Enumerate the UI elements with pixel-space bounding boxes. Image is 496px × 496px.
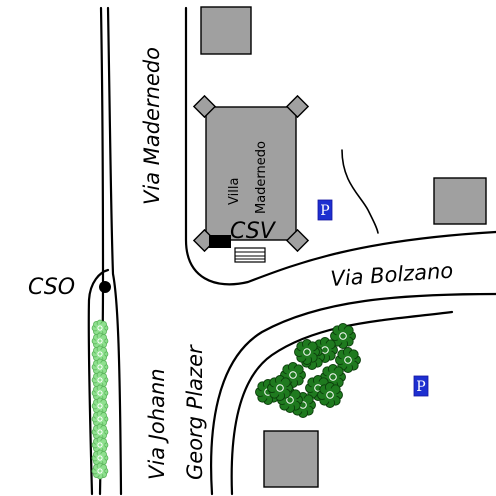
csv-marker bbox=[209, 235, 231, 248]
cso-marker bbox=[99, 281, 111, 293]
shrub-icon bbox=[91, 358, 109, 376]
cso-label: CSO bbox=[28, 275, 75, 300]
tree-icon bbox=[267, 375, 293, 401]
building-south bbox=[263, 430, 319, 488]
island-shrubs bbox=[91, 319, 109, 480]
shrub-icon bbox=[91, 462, 109, 480]
street-label-bolzano: Via Bolzano bbox=[330, 258, 454, 291]
villa-label-line2: Madernedo bbox=[254, 141, 269, 214]
parking-sign-south: P bbox=[413, 375, 429, 397]
shrub-icon bbox=[91, 423, 109, 441]
csv-label: CSV bbox=[230, 219, 277, 244]
street-label-plazer-line2: Georg Plazer bbox=[183, 344, 207, 480]
parking-symbol: P bbox=[320, 203, 329, 219]
villa-madernedo-building bbox=[192, 94, 310, 253]
tree-icon bbox=[280, 362, 306, 388]
building-north bbox=[200, 6, 252, 55]
parking-symbol: P bbox=[416, 379, 425, 395]
tree-icon bbox=[317, 382, 343, 408]
building-east bbox=[433, 177, 487, 225]
villa-label-line1: Villa bbox=[227, 178, 242, 205]
shrub-icon bbox=[91, 384, 109, 402]
tree-icon bbox=[294, 339, 320, 365]
tree-icon bbox=[335, 347, 361, 373]
road-edges bbox=[184, 6, 496, 496]
villa-steps bbox=[234, 247, 266, 263]
street-label-plazer-line1: Via Johann bbox=[145, 368, 169, 480]
parking-sign-north: P bbox=[317, 199, 333, 221]
tree-cluster bbox=[255, 323, 361, 418]
street-label-madernedo: Via Madernedo bbox=[140, 47, 164, 205]
shrub-icon bbox=[91, 371, 109, 389]
shrub-icon bbox=[91, 449, 109, 467]
